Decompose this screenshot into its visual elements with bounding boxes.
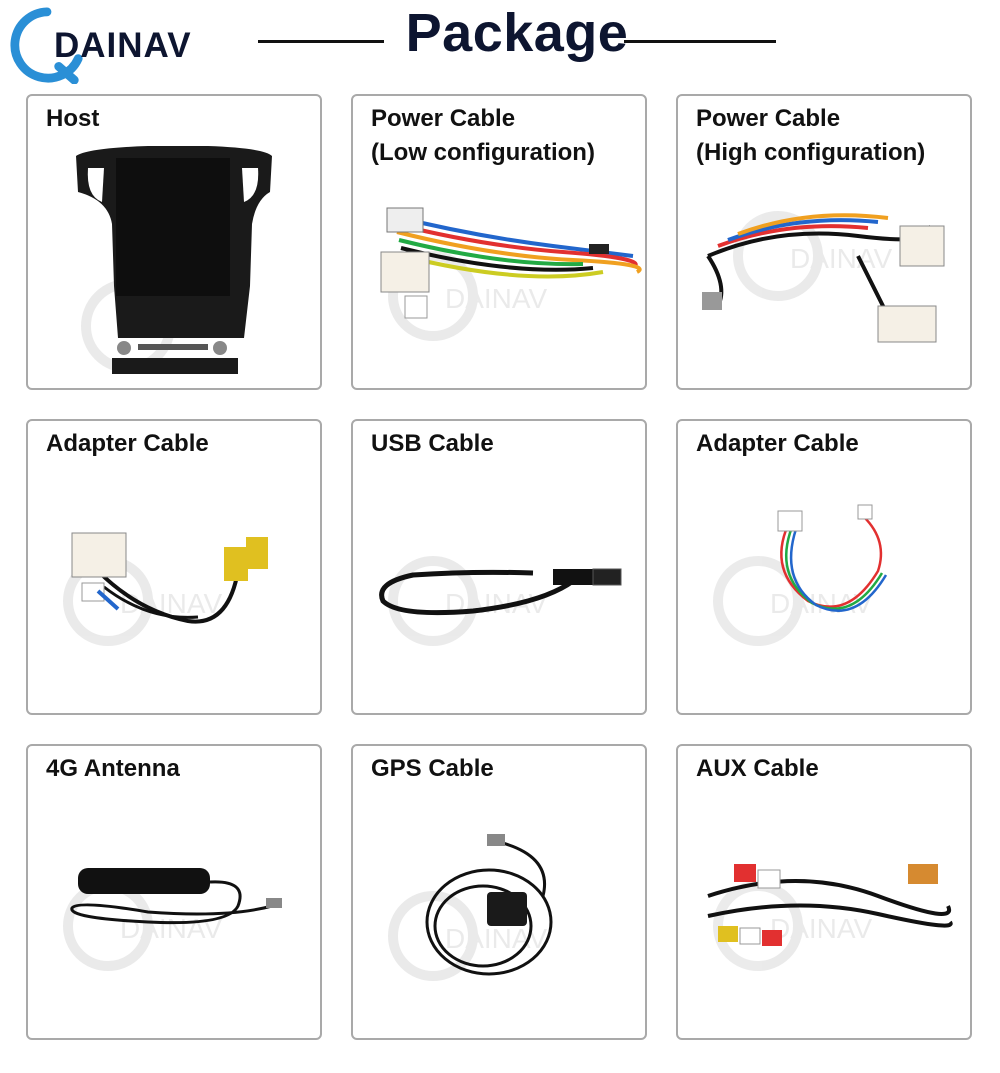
svg-text:DAINAV: DAINAV (445, 283, 547, 314)
package-item-power-cable-low: DAINAV Power Cable (Low configuration) (351, 94, 647, 390)
item-label: 4G Antenna (46, 755, 180, 782)
package-item-host: DAINAV Host (26, 94, 322, 390)
usb-cable-icon: DAINAV (379, 556, 622, 646)
item-label: Adapter Cable (46, 430, 209, 457)
logo-ring-icon (10, 7, 83, 84)
item-label: Power Cable (High configuration) (696, 105, 926, 166)
rca-adapter-icon: DAINAV (63, 532, 268, 646)
aux-cable-icon: DAINAV (707, 864, 953, 971)
package-item-adapter-cable: DAINAV Adapter Cable (26, 419, 322, 715)
item-label: Power Cable (Low configuration) (371, 105, 595, 166)
antenna-icon: DAINAV (63, 868, 282, 971)
brand-name: DAINAV (54, 26, 192, 65)
package-item-usb-cable: DAINAV USB Cable (351, 419, 647, 715)
wire-harness-icon: DAINAV (380, 207, 642, 341)
title-rule-left (258, 40, 384, 43)
wire-harness-icon: DAINAV (702, 211, 945, 343)
package-item-aux-cable: DAINAV AUX Cable (676, 744, 972, 1040)
title-block: Package (258, 0, 776, 82)
title-rule-right (624, 40, 776, 43)
item-label: AUX Cable (696, 755, 819, 782)
page-title: Package (405, 3, 629, 63)
svg-text:DAINAV: DAINAV (120, 588, 222, 619)
gps-antenna-icon: DAINAV (388, 834, 553, 981)
header: DAINAV Package (0, 0, 1000, 90)
item-label: USB Cable (371, 430, 494, 457)
package-item-power-cable-high: DAINAV Power Cable (High configuration) (676, 94, 972, 390)
head-unit-icon: DAINAV (76, 146, 272, 374)
item-label: GPS Cable (371, 755, 494, 782)
svg-text:DAINAV: DAINAV (770, 913, 872, 944)
svg-text:DAINAV: DAINAV (770, 588, 872, 619)
svg-text:DAINAV: DAINAV (790, 243, 892, 274)
item-label: Host (46, 105, 100, 132)
item-label: Adapter Cable (696, 430, 859, 457)
svg-text:DAINAV: DAINAV (120, 913, 222, 944)
brand-logo: DAINAV (8, 4, 218, 84)
thin-wire-adapter-icon: DAINAV (713, 504, 888, 646)
package-item-4g-antenna: DAINAV 4G Antenna (26, 744, 322, 1040)
package-item-adapter-cable-2: DAINAV Adapter Cable (676, 419, 972, 715)
package-item-gps-cable: DAINAV GPS Cable (351, 744, 647, 1040)
